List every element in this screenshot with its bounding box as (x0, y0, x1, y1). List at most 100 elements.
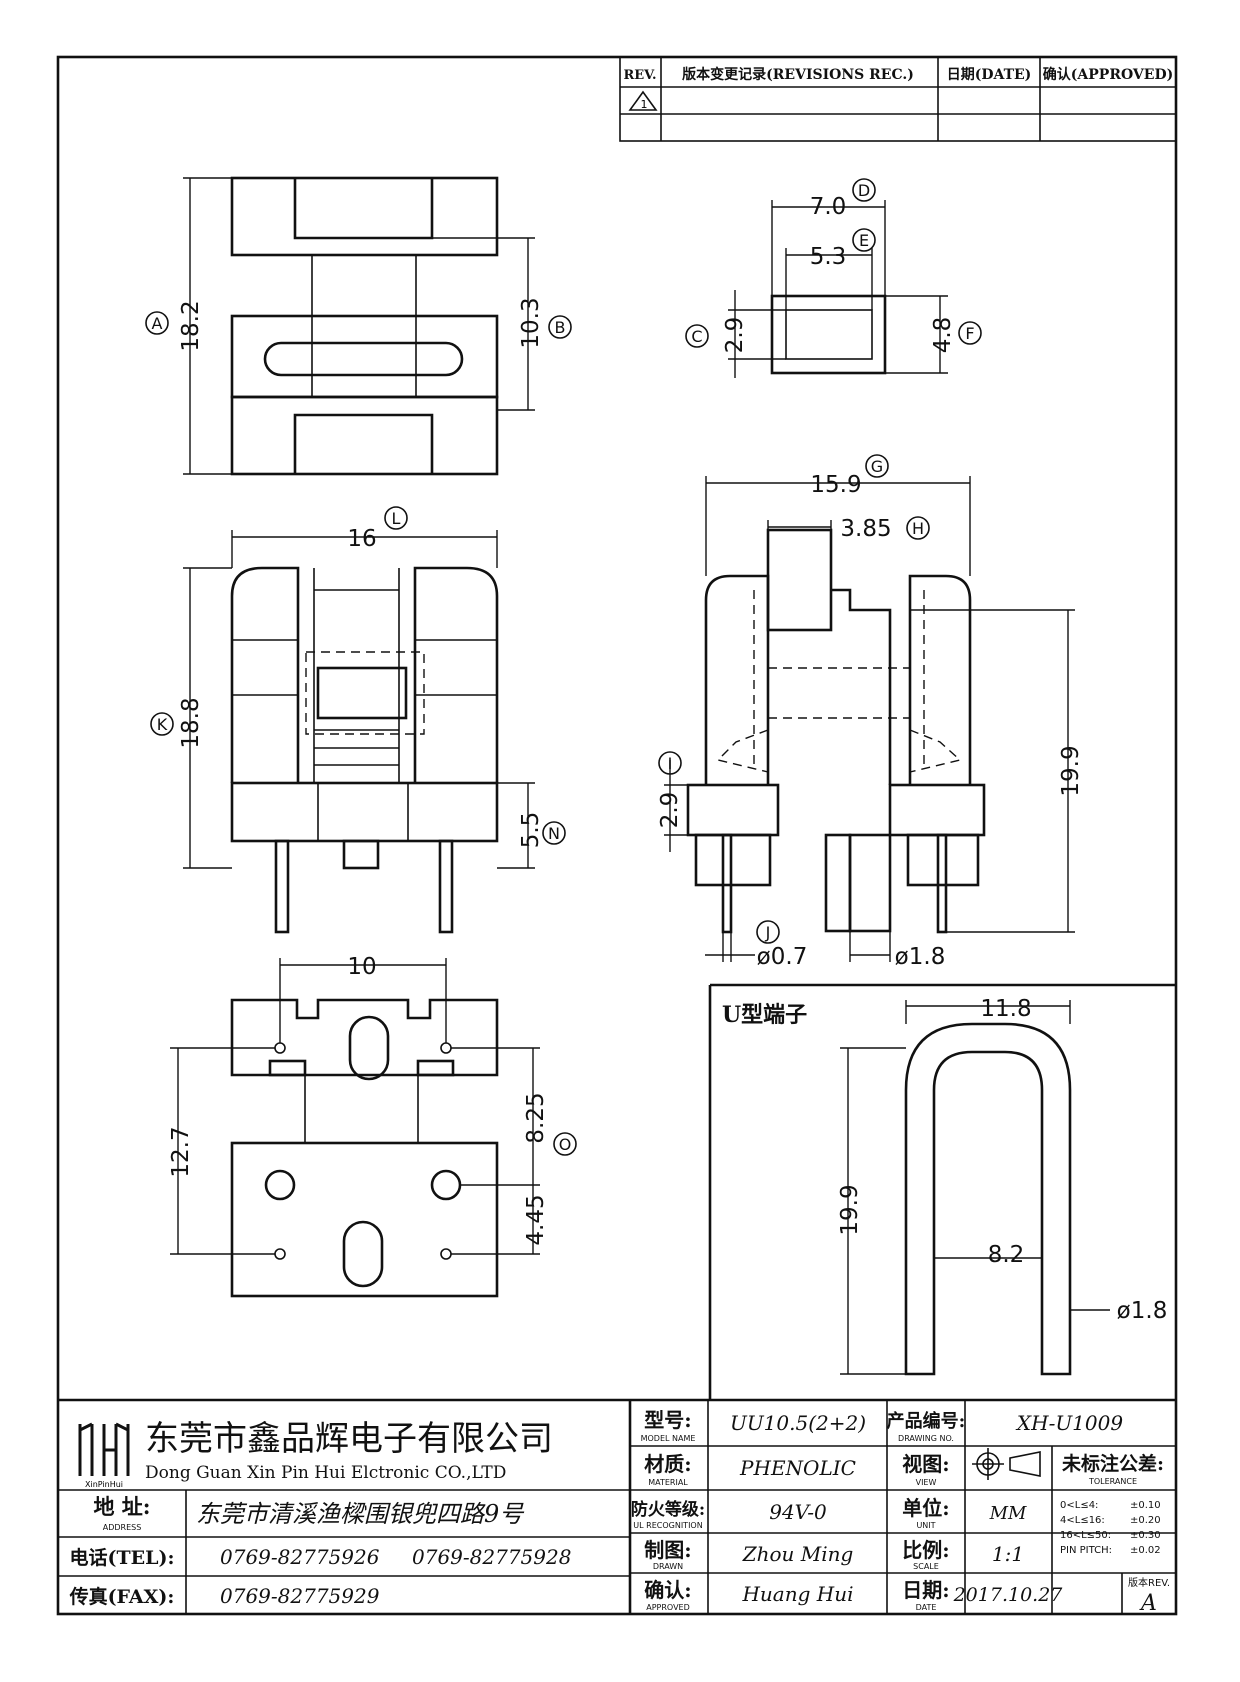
logo-text: XinPinHui (85, 1480, 123, 1489)
tolerance-value-2: ±0.20 (1130, 1515, 1161, 1526)
dim-o-value: 8.25 (523, 1092, 549, 1143)
dim-d-marker (852, 178, 876, 202)
approved-label: 确认: (644, 1578, 691, 1602)
dim-j-marker (756, 920, 780, 944)
material-value: PHENOLIC (739, 1456, 856, 1480)
u-height-value: 19.9 (837, 1184, 863, 1235)
tolerance-value-4: ±0.02 (1130, 1545, 1161, 1556)
title-block: XinPinHui 东莞市鑫品辉电子有限公司 Dong Guan Xin Pin… (58, 1398, 1176, 1616)
dim-k-marker (150, 712, 174, 736)
tolerance-range-3: 16<L≤50: (1060, 1530, 1111, 1541)
revision-triangle-number: 1 (641, 98, 648, 111)
dim-g-value: 15.9 (810, 472, 861, 498)
u-terminal-title: U型端子 (722, 1002, 807, 1028)
address-sub: ADDRESS (103, 1523, 142, 1532)
company-logo: XinPinHui (78, 1422, 130, 1489)
model-sub: MODEL NAME (641, 1434, 696, 1443)
drawn-value: Zhou Ming (742, 1542, 854, 1566)
view-sub: VIEW (916, 1478, 937, 1487)
dim-o-letter: O (559, 1135, 572, 1154)
rev-header: REV. (623, 68, 656, 83)
revisions-header: 版本变更记录(REVISIONS REC.) (682, 66, 914, 83)
company-name-en: Dong Guan Xin Pin Hui Elctronic CO.,LTD (145, 1463, 506, 1483)
dim-g-marker (865, 454, 889, 478)
dim-i-marker (658, 751, 682, 775)
dim-n-value: 5.5 (518, 812, 544, 849)
dim-pitch-value: 10 (347, 954, 376, 980)
company-name-cn: 东莞市鑫品辉电子有限公司 (145, 1419, 553, 1459)
view-label: 视图: (902, 1452, 949, 1476)
dim-c-value: 2.9 (722, 317, 748, 354)
scale-sub: SCALE (913, 1562, 939, 1571)
date-header: 日期(DATE) (947, 67, 1032, 83)
tel-1: 0769-82775926 (220, 1545, 380, 1569)
dim-b-value: 10.3 (518, 297, 544, 348)
fire-rating-sub: UL RECOGNITION (633, 1521, 702, 1530)
dim-d-letter: D (858, 181, 870, 200)
dim-e-marker (852, 228, 876, 252)
tel-label: 电话(TEL): (70, 1546, 175, 1569)
dim-d-value: 7.0 (810, 194, 847, 220)
model-label: 型号: (644, 1408, 691, 1432)
tolerance-range-4: PIN PITCH: (1060, 1545, 1112, 1556)
dim-c-letter: C (691, 327, 702, 346)
drawing-no-sub: DRAWING NO. (898, 1434, 954, 1443)
unit-label: 单位: (902, 1496, 949, 1520)
dim-k-value: 18.8 (178, 697, 204, 748)
scale-value: 1:1 (992, 1542, 1024, 1566)
tel-2: 0769-82775928 (412, 1545, 571, 1569)
dim-i-letter: I (668, 754, 673, 773)
drawing-no-label: 产品编号: (887, 1410, 966, 1432)
drawn-sub: DRAWN (653, 1562, 683, 1571)
dim-f-value: 4.8 (930, 317, 956, 354)
projection-symbol-icon (972, 1448, 1041, 1480)
drawing-no-value: XH-U1009 (1015, 1411, 1123, 1435)
dim-h-value: 3.85 (840, 516, 891, 542)
address-label: 地 址: (93, 1494, 150, 1519)
dim-g-letter: G (871, 457, 883, 476)
date-label: 日期: (902, 1578, 949, 1602)
top-view: 18.2 A 10.3 B (145, 176, 572, 476)
approved-header: 确认(APPROVED) (1043, 66, 1173, 83)
revision-value: A (1139, 1591, 1157, 1616)
fire-rating-label: 防火等级: (631, 1499, 705, 1520)
dim-a-marker (145, 311, 169, 335)
approved-value: Huang Hui (741, 1582, 853, 1606)
dim-a-value: 18.2 (178, 300, 204, 351)
dim-e-value: 5.3 (810, 244, 847, 270)
tolerance-range-2: 4<L≤16: (1060, 1515, 1105, 1526)
dim-e-letter: E (859, 231, 869, 250)
drawing-frame (56, 55, 1178, 1616)
tolerance-value-3: ±0.30 (1130, 1530, 1161, 1541)
approved-sub: APPROVED (646, 1603, 690, 1612)
dim-o-lower-value: 4.45 (523, 1194, 549, 1245)
u-wire-value: ø1.8 (1117, 1298, 1168, 1324)
dim-i-value: 2.9 (657, 792, 683, 829)
dim-j-letter: J (765, 923, 771, 942)
dim-l-marker (384, 506, 408, 530)
dim-n-marker (542, 821, 566, 845)
dim-c-marker (685, 324, 709, 348)
bottom-view: 10 12.7 8.25 4.45 O (168, 954, 577, 1298)
dim-n-letter: N (548, 824, 560, 843)
address-value: 东莞市清溪渔樑围银兜四路9号 (196, 1500, 525, 1528)
u-width-value: 11.8 (980, 996, 1031, 1022)
u-terminal-box: U型端子 11.8 19.9 8.2 ø1.8 (708, 983, 1176, 1400)
drawn-label: 制图: (644, 1538, 691, 1562)
model-value: UU10.5(2+2) (730, 1411, 866, 1435)
fire-rating-value: 94V-0 (769, 1500, 827, 1524)
u-inner-value: 8.2 (988, 1242, 1025, 1268)
dim-o-marker (553, 1132, 577, 1156)
material-label: 材质: (644, 1452, 691, 1476)
dim-a-letter: A (152, 314, 163, 333)
tolerance-label: 未标注公差: (1061, 1452, 1164, 1475)
section-view: 7.0 D 5.3 E 2.9 C 4.8 F (685, 178, 982, 378)
dim-pin-diameter-value: ø1.8 (895, 944, 946, 970)
date-sub: DATE (916, 1603, 937, 1612)
scale-label: 比例: (902, 1538, 949, 1562)
tolerance-value-1: ±0.10 (1130, 1500, 1161, 1511)
dim-k-letter: K (157, 715, 168, 734)
front-view: 16 L 18.8 K 5.5 N (150, 506, 566, 934)
dim-height-value: 19.9 (1058, 745, 1084, 796)
